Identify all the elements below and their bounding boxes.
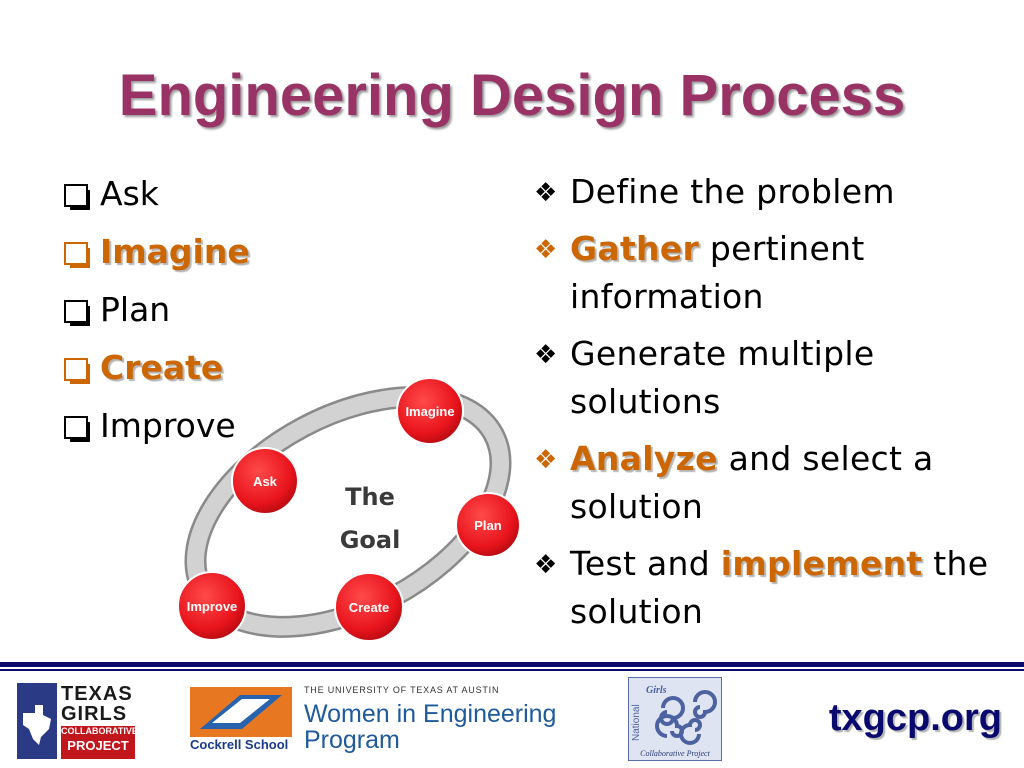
cycle-node-plan: Plan	[455, 492, 521, 558]
bullet-keyword: Analyze	[570, 439, 718, 478]
ngcp-girls-label: Girls	[646, 685, 667, 696]
university-label: THE UNIVERSITY OF TEXAS AT AUSTIN	[304, 685, 500, 695]
node-label: Plan	[474, 518, 502, 533]
texas-state-icon	[17, 683, 57, 759]
slide-title: Engineering Design Process	[118, 63, 906, 128]
cycle-node-ask: Ask	[231, 447, 299, 515]
four-diamond-icon: ❖	[534, 178, 558, 208]
wep-name-line1: Women in Engineering	[304, 700, 557, 728]
cockrell-mark-icon	[190, 687, 292, 737]
checkbox-square-icon	[64, 416, 90, 442]
node-label: Imagine	[405, 404, 454, 419]
checkbox-square-icon	[64, 300, 90, 326]
bullet-implement: ❖ Test and implement the solution	[532, 540, 1012, 636]
website-url[interactable]: txgcp.org	[828, 697, 1002, 739]
design-steps-list: Ask Imagine Plan Create Improve	[62, 170, 250, 460]
bullet-gather: ❖ Gather pertinent information	[532, 225, 1012, 321]
texas-girls-collaborative-project-logo: TEXAS GIRLS COLLABORATIVE PROJECT	[17, 683, 138, 759]
node-label: Improve	[187, 599, 238, 614]
step-label: Improve	[100, 406, 236, 445]
swirl-icon	[655, 690, 717, 745]
step-create: Create	[62, 344, 250, 402]
cycle-node-imagine: Imagine	[396, 377, 464, 445]
checkbox-square-icon	[64, 184, 90, 210]
tgcp-line3: COLLABORATIVE	[61, 726, 138, 736]
bullet-analyze: ❖ Analyze and select a solution	[532, 435, 1012, 531]
bullet-text: pertinent information	[570, 229, 865, 316]
national-girls-collaborative-project-logo: National Girls Collaborative Project	[628, 677, 722, 761]
step-label: Create	[100, 348, 224, 387]
bullet-keyword: Gather	[570, 229, 700, 268]
four-diamond-icon: ❖	[534, 550, 558, 580]
step-imagine: Imagine	[62, 228, 250, 286]
bullet-text: the solution	[570, 544, 989, 631]
bullet-text: Generate multiple solutions	[570, 334, 875, 421]
step-label: Plan	[100, 290, 171, 329]
node-label: Create	[349, 600, 389, 615]
bullet-text: and select a solution	[570, 439, 934, 526]
tgcp-line1: TEXAS	[61, 683, 133, 705]
four-diamond-icon: ❖	[534, 235, 558, 265]
node-label: Ask	[253, 474, 278, 489]
bullet-text: Test and	[570, 544, 721, 583]
bullet-define: ❖ Define the problem	[532, 168, 1012, 216]
footer-rule	[0, 662, 1024, 667]
tgcp-red-band: COLLABORATIVE PROJECT	[61, 726, 138, 759]
bullet-text: Define the problem	[570, 172, 895, 211]
step-improve: Improve	[62, 402, 250, 460]
cycle-node-improve: Improve	[177, 571, 247, 641]
goal-label-line1: The	[345, 483, 395, 511]
bullet-keyword: implement	[720, 544, 923, 583]
women-in-engineering-logo: Cockrell School THE UNIVERSITY OF TEXAS …	[190, 683, 580, 759]
step-ask: Ask	[62, 170, 250, 228]
four-diamond-icon: ❖	[534, 340, 558, 370]
footer-rule-thin	[0, 669, 1024, 671]
step-label: Imagine	[100, 232, 250, 271]
ngcp-project-label: Collaborative Project	[640, 749, 710, 758]
wep-name-line2: Program	[304, 726, 400, 754]
step-plan: Plan	[62, 286, 250, 344]
goal-label-line2: Goal	[340, 526, 401, 554]
process-bullets-list: ❖ Define the problem ❖ Gather pertinent in…	[532, 168, 1012, 645]
bullet-generate: ❖ Generate multiple solutions	[532, 330, 1012, 426]
step-label: Ask	[100, 174, 159, 213]
cockrell-school-label: Cockrell School	[190, 737, 289, 752]
tgcp-line4: PROJECT	[67, 738, 129, 753]
tgcp-line2: GIRLS	[61, 703, 128, 725]
cycle-node-create: Create	[334, 572, 404, 642]
checkbox-square-icon	[64, 358, 90, 384]
checkbox-square-icon	[64, 242, 90, 268]
four-diamond-icon: ❖	[534, 445, 558, 475]
design-cycle-diagram: The Goal Ask Imagine Plan Create Improve	[177, 377, 521, 642]
ngcp-national-label: National	[631, 704, 642, 741]
